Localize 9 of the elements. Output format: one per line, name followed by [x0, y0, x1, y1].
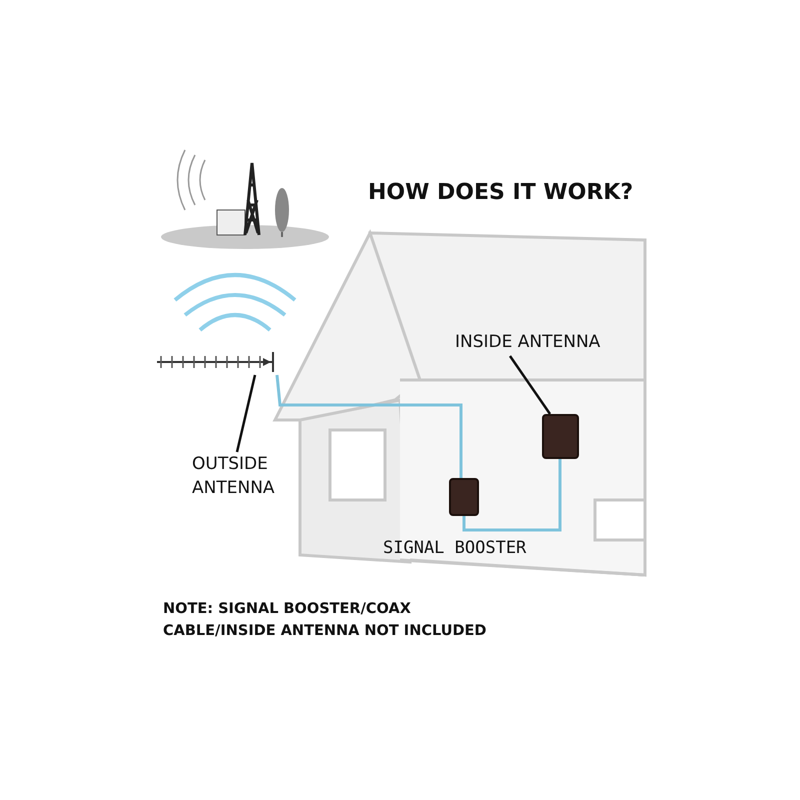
- callout-label: OUTSIDE ANTENNA: [192, 452, 292, 502]
- callout-label: INSIDE ANTENNA: [455, 330, 615, 356]
- caption-label: SIGNAL BOOSTER: [383, 537, 526, 560]
- leader-line: [508, 355, 552, 415]
- leader-line: [236, 374, 256, 452]
- cable-line: [276, 374, 462, 478]
- title: HOW DOES IT WORK?: [368, 180, 634, 205]
- note-text: NOTE: SIGNAL BOOSTER/COAX CABLE/INSIDE ANTENNA NOT INCLUDED: [163, 600, 488, 641]
- cable-line: [462, 459, 562, 532]
